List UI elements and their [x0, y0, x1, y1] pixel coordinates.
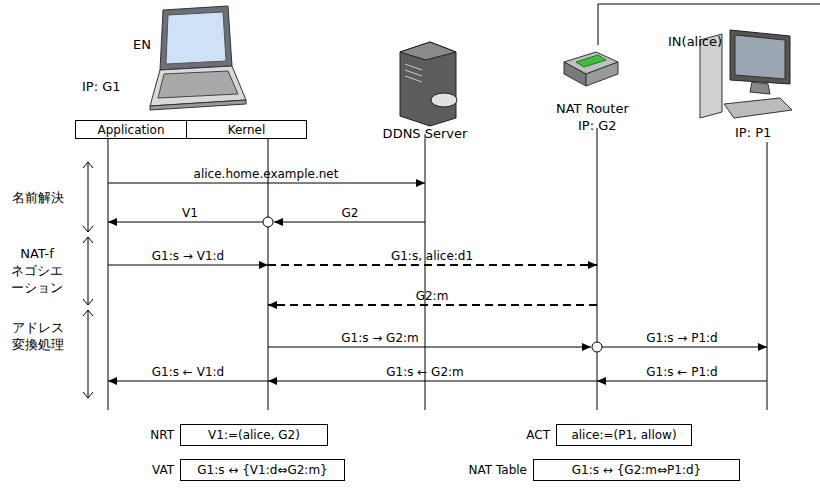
phase-label: アドレス 変換処理: [0, 319, 76, 353]
table-box: NAT TableG1:s ↔ {G2:m⇔P1:d}: [533, 459, 740, 481]
message-label: G1:s → P1:d: [646, 331, 717, 346]
phase-bracket: [83, 162, 93, 398]
layer-box: Application: [75, 120, 187, 139]
monitor-screen: [735, 35, 785, 79]
message-arrow: [108, 265, 268, 266]
negotiation-arrow: [268, 304, 597, 306]
server-body: [400, 42, 456, 126]
lifeline: [108, 128, 767, 410]
monitor-stand: [750, 82, 770, 94]
message-arrow: [597, 381, 767, 382]
message-label: G2:m: [416, 289, 449, 304]
message-label: G1:s → G2:m: [341, 331, 419, 346]
laptop-icon: [150, 6, 246, 110]
device-label: IP: G2: [578, 118, 617, 133]
server-top: [400, 42, 456, 60]
laptop-edge: [150, 100, 246, 110]
message-arrow: [274, 222, 425, 223]
message-arrow: [268, 347, 591, 348]
device-label: IN(alice): [668, 34, 722, 49]
message-label: alice.home.example.net: [194, 167, 339, 182]
message-label: G1:s ← P1:d: [646, 365, 717, 380]
device-label: EN: [133, 37, 151, 52]
phase-bracket: [83, 162, 93, 232]
table-entry: G1:s ↔ {V1:d⇔G2:m}: [197, 463, 327, 477]
device-label: IP: P1: [735, 125, 771, 140]
laptop-keyboard: [158, 71, 238, 98]
message-arrow: [602, 347, 767, 348]
laptop-screen-frame: [160, 6, 232, 70]
device-label: DDNS Server: [383, 126, 468, 141]
message-label: G1:s → V1:d: [152, 249, 224, 264]
layer-label: Kernel: [228, 123, 266, 137]
router-icon: [564, 52, 618, 86]
server-icon: [400, 42, 457, 126]
laptop-base: [150, 66, 246, 106]
phase-label: NAT-f ネゴシエ ーション: [0, 245, 74, 296]
message-label: G1:s, alice:d1: [391, 249, 473, 264]
message-arrow: [268, 381, 597, 382]
junction-circle: [592, 342, 602, 352]
table-box: ACTalice:=(P1, allow): [556, 424, 692, 446]
table-name: ACT: [526, 428, 550, 442]
table-box: NRTV1:=(alice, G2): [180, 424, 328, 446]
server-slots: [405, 64, 422, 82]
router-light: [576, 55, 606, 67]
table-name: NAT Table: [469, 463, 527, 477]
layer-box: Kernel: [186, 120, 307, 139]
monitor-frame: [730, 30, 790, 84]
message-label: G1:s ← V1:d: [152, 365, 224, 380]
router-front: [586, 62, 618, 86]
device-label: NAT Router: [556, 101, 629, 116]
device-label: IP: G1: [82, 79, 121, 94]
phase-bracket: [83, 310, 93, 398]
keyboard: [724, 98, 792, 118]
table-name: NRT: [150, 428, 174, 442]
table-entry: alice:=(P1, allow): [571, 428, 676, 442]
phase-label: 名前解決: [0, 189, 76, 206]
message-label: G1:s ← G2:m: [386, 365, 464, 380]
message-arrow: [108, 222, 263, 223]
negotiation-arrow: [268, 264, 597, 266]
message-label: G2: [342, 206, 359, 221]
server-disk: [431, 93, 457, 107]
table-name: VAT: [152, 463, 174, 477]
table-entry: G1:s ↔ {G2:m⇔P1:d}: [572, 463, 701, 477]
table-entry: V1:=(alice, G2): [208, 428, 300, 442]
table-box: VATG1:s ↔ {V1:d⇔G2:m}: [180, 459, 345, 481]
laptop-screen: [166, 12, 226, 64]
junction-circle: [263, 217, 273, 227]
phase-bracket: [83, 237, 93, 305]
message-arrow: [108, 381, 268, 382]
layer-label: Application: [97, 123, 164, 137]
message-arrow: [108, 183, 425, 184]
message-label: V1: [182, 206, 198, 221]
